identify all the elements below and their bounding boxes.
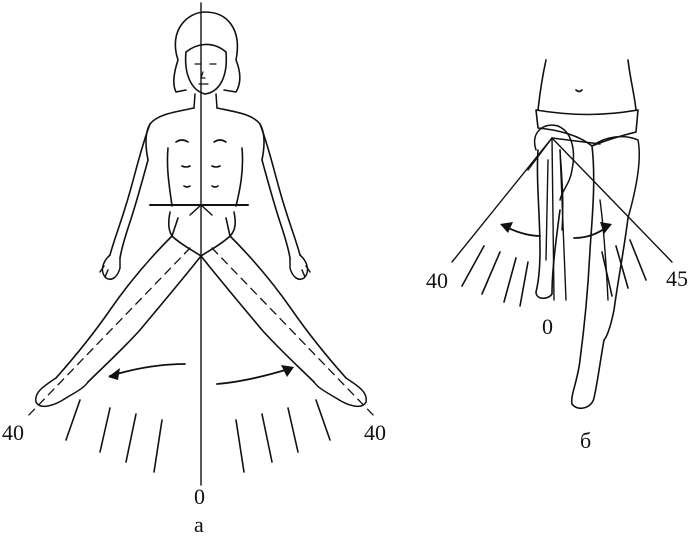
right-leg-axis-a — [212, 248, 376, 418]
figure-b-caption: б — [580, 428, 591, 453]
right-arm-a — [260, 124, 300, 258]
left-leg-axis-a — [26, 248, 190, 418]
right-arrowhead-b — [600, 222, 612, 234]
left-arm-a — [110, 124, 150, 258]
left-arc-arrow-a — [110, 364, 185, 376]
angle-zero-label-a: 0 — [194, 484, 205, 509]
figure-a: 40 40 0 а — [2, 3, 386, 537]
right-leg-a — [201, 236, 346, 382]
figure-b: 40 45 0 б — [426, 60, 688, 453]
angle-left-label-b: 40 — [426, 268, 448, 293]
moving-leg-detail-b — [600, 200, 608, 300]
moving-leg-b — [572, 146, 628, 408]
figure-a-caption: а — [194, 512, 204, 537]
briefs-b — [536, 110, 638, 146]
angle-zero-label-b: 0 — [542, 314, 553, 339]
head-a — [174, 12, 240, 94]
neck-a — [194, 94, 217, 108]
torso-b — [538, 60, 636, 110]
range-hatching-a — [66, 400, 330, 472]
hip-b — [535, 125, 574, 200]
torso-a — [146, 108, 264, 206]
left-arrowhead-a — [108, 368, 120, 380]
face-a — [195, 64, 216, 84]
left-foot-a — [36, 378, 88, 406]
angle-right-label-a: 40 — [364, 420, 386, 445]
angle-right-label-b: 45 — [666, 266, 688, 291]
left-leg-a — [56, 236, 201, 382]
right-hand-a — [290, 255, 310, 279]
right-foot-a — [314, 378, 366, 406]
right-hip-b — [592, 137, 639, 218]
briefs-a — [169, 212, 236, 256]
right-arc-arrow-a — [217, 368, 292, 384]
left-hand-a — [100, 255, 120, 279]
angle-left-label-a: 40 — [2, 420, 24, 445]
left-arrowhead-b — [500, 222, 513, 233]
